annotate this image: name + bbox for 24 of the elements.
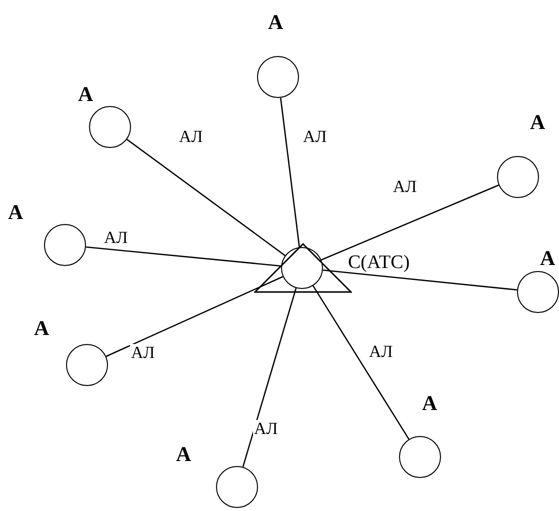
edge-label: АЛ (302, 128, 328, 145)
connector-line (242, 288, 297, 468)
node-label: А (268, 12, 284, 33)
connector-line (280, 98, 300, 248)
node-label: А (78, 84, 94, 105)
edge-label: АЛ (103, 229, 129, 246)
connector-line (126, 138, 286, 256)
connector-line (312, 285, 410, 440)
connector-line (86, 246, 282, 267)
connector-line (106, 276, 284, 357)
edge-label: АЛ (368, 343, 394, 360)
node-label: А (530, 112, 546, 133)
node-label: А (176, 444, 192, 465)
edge-label: АЛ (130, 344, 156, 361)
edge-label: АЛ (178, 128, 204, 145)
node-label: С(АТС) (348, 253, 410, 272)
connector-line (321, 184, 499, 260)
node-label: А (34, 318, 50, 339)
edge-label: АЛ (392, 178, 418, 195)
node-label: А (540, 248, 556, 269)
node-label: А (8, 202, 24, 223)
node-label: А (422, 393, 438, 414)
edge-label: АЛ (253, 420, 279, 437)
connector-line (322, 269, 518, 291)
